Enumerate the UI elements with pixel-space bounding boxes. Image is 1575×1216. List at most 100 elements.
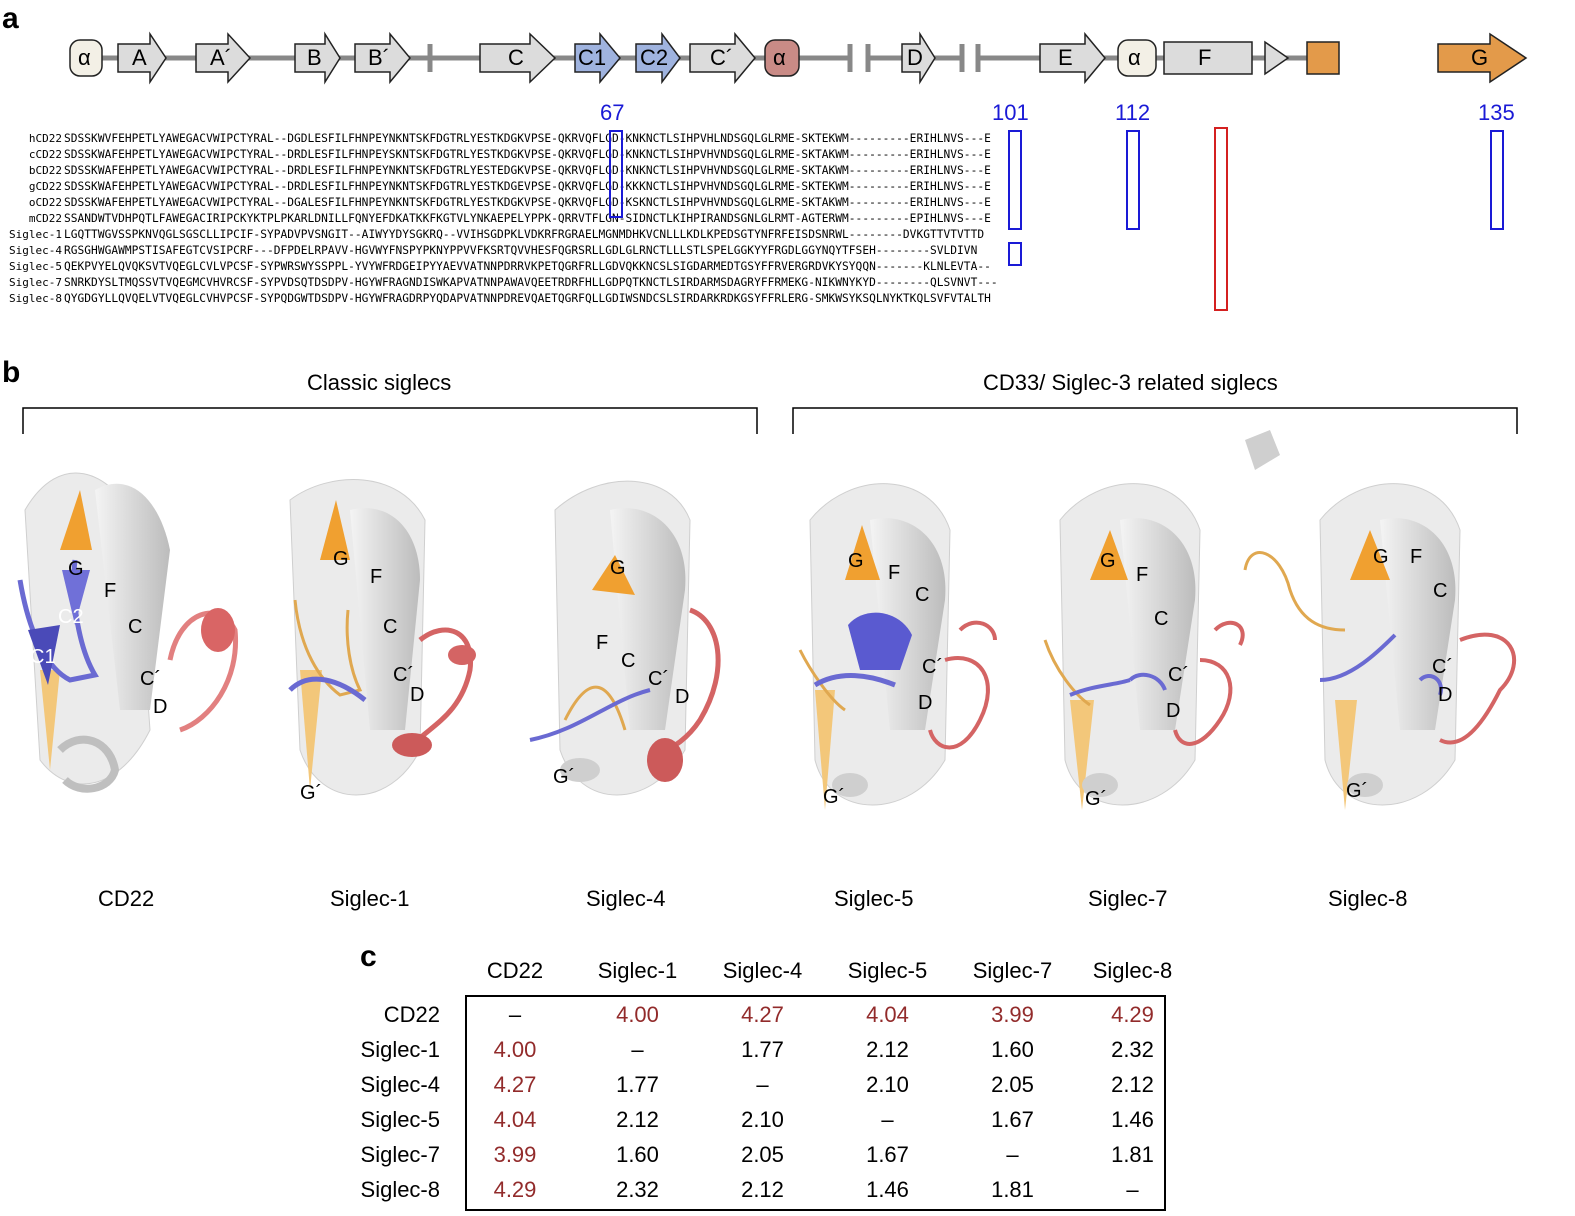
seq-name: oCD22 [28, 196, 62, 209]
matrix-cell: 2.10 [741, 1107, 784, 1132]
panel-c-letter: c [360, 940, 377, 973]
matrix-cell: – [1126, 1177, 1139, 1202]
topo-strand-D [901, 31, 936, 85]
siglec1-label-g: G [333, 548, 349, 570]
seq-line: SDSSKWAFEHPETLYAWEGACVWIPCTYRAL--DGALESF… [64, 196, 991, 209]
siglec7-label-g: G [1100, 550, 1116, 572]
matrix-cell: 1.46 [1111, 1107, 1154, 1132]
siglec1-label-gprime: G´ [300, 782, 323, 804]
alignment-box-101-siglec5 [1008, 242, 1022, 266]
panel-b-letter: b [2, 356, 21, 389]
matrix-cell: 1.77 [741, 1037, 784, 1062]
cartoon-siglec1 [288, 479, 476, 796]
seq-name: Siglec-1 [9, 228, 62, 241]
matrix-cell: 3.99 [991, 1002, 1034, 1027]
siglec4-label-c: C [621, 650, 636, 672]
cartoon-siglec5 [798, 483, 997, 810]
siglec7-label-f: F [1136, 564, 1149, 586]
matrix-cell: – [631, 1037, 644, 1062]
seq-name: Siglec-4 [9, 244, 62, 257]
matrix-cell: 4.29 [493, 1177, 537, 1202]
topo-helix-2 [764, 39, 800, 77]
alignment-box-112 [1126, 130, 1140, 230]
cd22-label-c2: C2 [58, 606, 84, 628]
seq-name: mCD22 [28, 212, 62, 225]
siglec5-label-cprime: C´ [922, 656, 944, 678]
alignment-box-101 [1008, 130, 1022, 230]
topo-label-helix2: α [773, 45, 786, 70]
matrix-col-header: Siglec-1 [597, 958, 678, 983]
matrix-cell: 2.05 [991, 1072, 1034, 1097]
seq-line: LGQTTWGVSSPKNVQGLSGSCLLIPCIF-SYPADVPVSNG… [64, 228, 985, 241]
group-title-cd33: CD33/ Siglec-3 related siglecs [983, 370, 1278, 395]
seq-line: SDSSKWAFEHPETLYAWEGACVWIPCTYRAL--DRDLESF… [64, 180, 991, 193]
topo-helix-1 [69, 39, 103, 77]
matrix-cell: 4.04 [493, 1107, 537, 1132]
seq-line: QYGDGYLLQVQELVTVQEGLCVHVPCSF-SYPQDGWTDSD… [64, 292, 991, 305]
topo-label-E: E [1058, 45, 1073, 70]
matrix-cell: 4.27 [741, 1002, 784, 1027]
siglec4-label-cprime: C´ [648, 668, 670, 690]
group-brackets [22, 407, 1518, 434]
structure-name-cd22: CD22 [98, 886, 155, 911]
cartoon-siglec4 [529, 480, 721, 796]
siglec4-label-g: G [610, 557, 626, 579]
siglec1-label-f: F [370, 566, 383, 588]
cartoon-cd22 [17, 472, 239, 793]
siglec8-label-cprime: C´ [1432, 656, 1454, 678]
siglec1-label-c: C [383, 616, 398, 638]
seq-name: cCD22 [28, 148, 62, 161]
seq-line: SDSSKWVFEHPETLYAWEGACVWIPCTYRAL--DGDLESF… [64, 132, 991, 145]
siglec8-label-f: F [1410, 546, 1423, 568]
seq-name: hCD22 [28, 132, 62, 145]
topo-label-C1: C1 [578, 45, 607, 70]
topology-diagram [69, 31, 1528, 85]
topo-strand-small [1264, 40, 1290, 76]
cartoon-siglec7 [1043, 483, 1245, 810]
topo-label-Cprime: C´ [710, 45, 734, 70]
matrix-cell: 4.00 [616, 1002, 659, 1027]
siglec1-label-d: D [410, 684, 425, 706]
topo-strand-G [1437, 32, 1528, 84]
matrix-cell: – [881, 1107, 894, 1132]
matrix-cell: 4.29 [1111, 1002, 1154, 1027]
siglec4-label-gprime: G´ [553, 766, 576, 788]
matrix-cell: 3.99 [493, 1142, 537, 1167]
matrix-border [465, 995, 1166, 1211]
structure-name-siglec7: Siglec-7 [1088, 886, 1168, 911]
cd22-label-d: D [153, 696, 168, 718]
matrix-col-header: Siglec-7 [972, 958, 1053, 983]
matrix-cell: 2.12 [866, 1037, 909, 1062]
matrix-cell: 1.46 [866, 1177, 909, 1202]
group-title-classic: Classic siglecs [307, 370, 452, 395]
topo-label-C2: C2 [640, 45, 669, 70]
topo-label-A: A [132, 45, 147, 70]
structure-name-siglec4: Siglec-4 [586, 886, 666, 911]
matrix-cell: 1.81 [991, 1177, 1034, 1202]
alignment-names: hCD22 cCD22 bCD22 gCD22 oCD22 mCD22 Sigl… [0, 131, 62, 307]
siglec5-label-gprime: G´ [823, 786, 846, 808]
residue-number-101: 101 [992, 100, 1029, 125]
siglec5-label-g: G [848, 550, 864, 572]
matrix-row-label: Siglec-8 [360, 1177, 440, 1202]
matrix-cell: 2.32 [616, 1177, 659, 1202]
topo-label-Bprime: B´ [368, 45, 390, 70]
seq-name: bCD22 [28, 164, 62, 177]
topo-helix-3 [1117, 39, 1157, 77]
alignment-box-67 [609, 130, 623, 218]
matrix-cell: 2.12 [741, 1177, 784, 1202]
topo-strand-Cprime [689, 31, 756, 85]
matrix-col-header: Siglec-4 [722, 958, 803, 983]
seq-line: SNRKDYSLTMQSSVTVQEGMCVHVRCSF-SYPVDSQTDSD… [64, 276, 998, 289]
siglec8-label-gprime: G´ [1346, 780, 1369, 802]
alignment-box-arginine [1214, 127, 1228, 311]
seq-name: Siglec-8 [9, 292, 62, 305]
siglec7-label-d: D [1166, 700, 1181, 722]
siglec7-label-cprime: C´ [1168, 664, 1190, 686]
topo-strand-E [1039, 31, 1106, 85]
matrix-cell: 4.04 [866, 1002, 909, 1027]
cd22-label-c1: C1 [30, 646, 56, 668]
siglec8-label-c: C [1433, 580, 1448, 602]
